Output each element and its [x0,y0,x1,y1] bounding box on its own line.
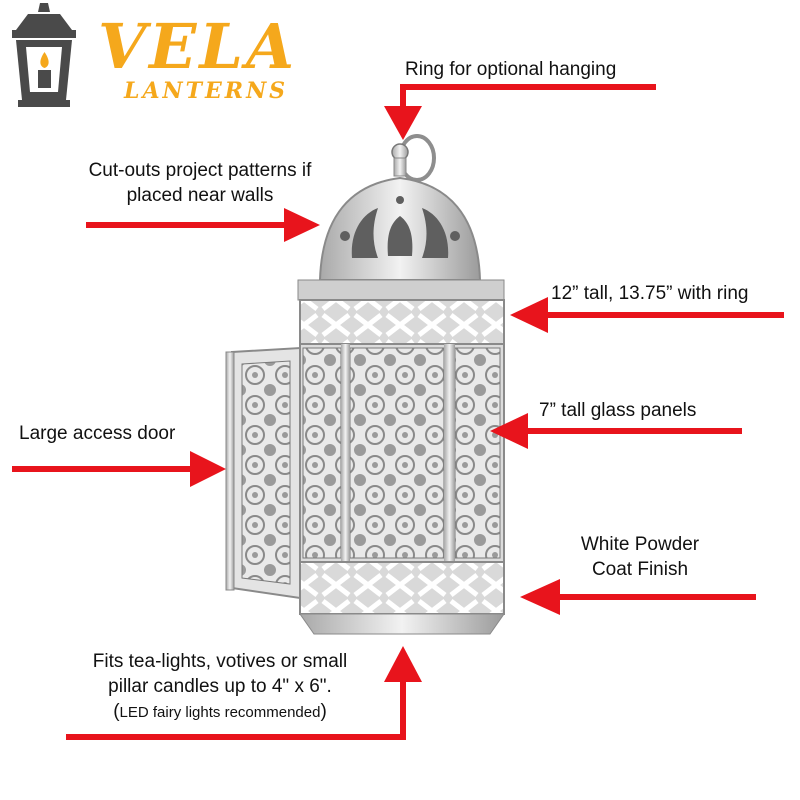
door-label: Large access door [19,423,176,444]
finish-label: White Powder Coat Finish [560,532,720,582]
moroccan-lantern-icon [225,134,505,635]
cutouts-label-line2: placed near walls [126,185,274,206]
ring-arrow [384,84,656,140]
ring-label: Ring for optional hanging [405,59,617,80]
height-label: 12” tall, 13.75” with ring [551,283,749,304]
fits-paren-open: ( [113,701,120,722]
cutouts-arrow [86,208,320,242]
cutouts-label: Cut-outs project patterns if placed near… [50,158,350,208]
height-arrow [510,297,784,333]
finish-arrow [520,579,756,615]
fits-label-line3: (LED fairy lights recommended) [50,699,390,725]
glass-label: 7” tall glass panels [539,400,697,421]
fits-label: Fits tea-lights, votives or small pillar… [50,649,390,725]
finish-label-line1: White Powder [580,534,700,555]
glass-arrow [490,413,742,449]
fits-paren-close: ) [320,701,327,722]
brand-name: VELA [98,10,298,83]
door-arrow [12,451,226,487]
fits-label-line1: Fits tea-lights, votives or small [92,651,348,672]
fits-arrow [66,646,422,740]
brand-subtitle: LANTERNS [124,78,289,104]
lantern-icon [12,3,76,107]
cutouts-label-line1: Cut-outs project patterns if [88,160,312,181]
fits-label-line2: pillar candles up to 4" x 6". [108,676,332,697]
finish-label-line2: Coat Finish [591,559,689,580]
fits-led-note: LED fairy lights recommended [119,704,321,721]
